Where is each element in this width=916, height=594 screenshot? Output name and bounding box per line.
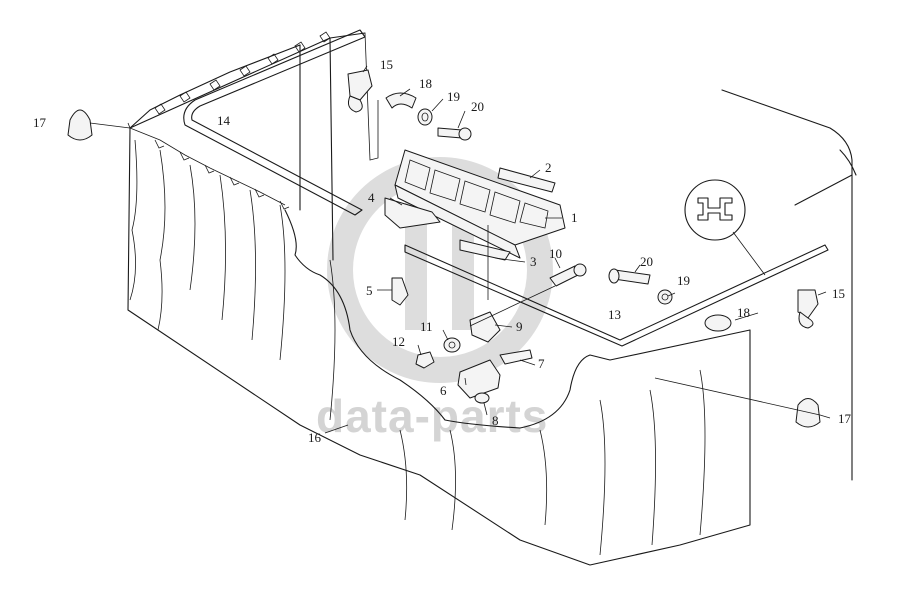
callout-11: 11 [420, 319, 433, 334]
washer-19-left [417, 108, 433, 126]
push-clip-17-right [795, 398, 821, 428]
screw-20-left [437, 127, 463, 139]
callout-9: 9 [516, 319, 523, 334]
callout-19-right: 19 [677, 273, 690, 288]
profile-detail [684, 179, 766, 276]
callout-10: 10 [549, 246, 562, 261]
reflector-4 [384, 197, 441, 229]
push-clip-17-left [67, 109, 93, 141]
fastener-parts [67, 69, 821, 428]
cap-8 [474, 392, 490, 404]
callout-13: 13 [608, 307, 621, 322]
callouts: 15 18 19 20 17 14 2 4 1 10 3 20 19 5 15 … [33, 57, 852, 445]
seal-strip-left [183, 29, 366, 216]
callout-15-right: 15 [832, 286, 845, 301]
callout-19-left: 19 [447, 89, 460, 104]
callout-20-left: 20 [471, 99, 484, 114]
callout-8: 8 [492, 413, 499, 428]
callout-17-right: 17 [838, 411, 852, 426]
callout-15-left: 15 [380, 57, 393, 72]
bed-box [127, 31, 751, 566]
clamp-18-right [704, 314, 732, 332]
latch-6 [457, 359, 501, 399]
callout-14: 14 [217, 113, 231, 128]
clip-15-right [797, 289, 819, 319]
callout-5: 5 [366, 283, 373, 298]
lamp-housing [384, 149, 566, 300]
watermark-text: data-parts [316, 390, 548, 442]
callout-20-right: 20 [640, 254, 653, 269]
callout-1: 1 [571, 210, 578, 225]
callout-18-right: 18 [737, 305, 750, 320]
callout-6: 6 [440, 383, 447, 398]
leader-lines [89, 65, 831, 434]
callout-18-left: 18 [419, 76, 432, 91]
callout-7: 7 [538, 356, 545, 371]
washer-19-right [657, 289, 673, 305]
callout-2: 2 [545, 160, 552, 175]
callout-16: 16 [308, 430, 322, 445]
callout-12: 12 [392, 334, 405, 349]
washer-11 [443, 337, 461, 353]
clip-15-left [347, 69, 373, 101]
spring-7 [499, 349, 533, 365]
bracket-9 [469, 311, 501, 343]
nut-12 [415, 351, 435, 369]
callout-17-left: 17 [33, 115, 47, 130]
seal-strip-right [404, 244, 829, 347]
callout-4: 4 [368, 190, 375, 205]
rear-body-panel [721, 89, 857, 481]
lens-cover-2 [497, 167, 556, 193]
callout-3: 3 [530, 254, 537, 269]
clip-5 [391, 277, 409, 306]
clamp-18-left [385, 92, 417, 109]
